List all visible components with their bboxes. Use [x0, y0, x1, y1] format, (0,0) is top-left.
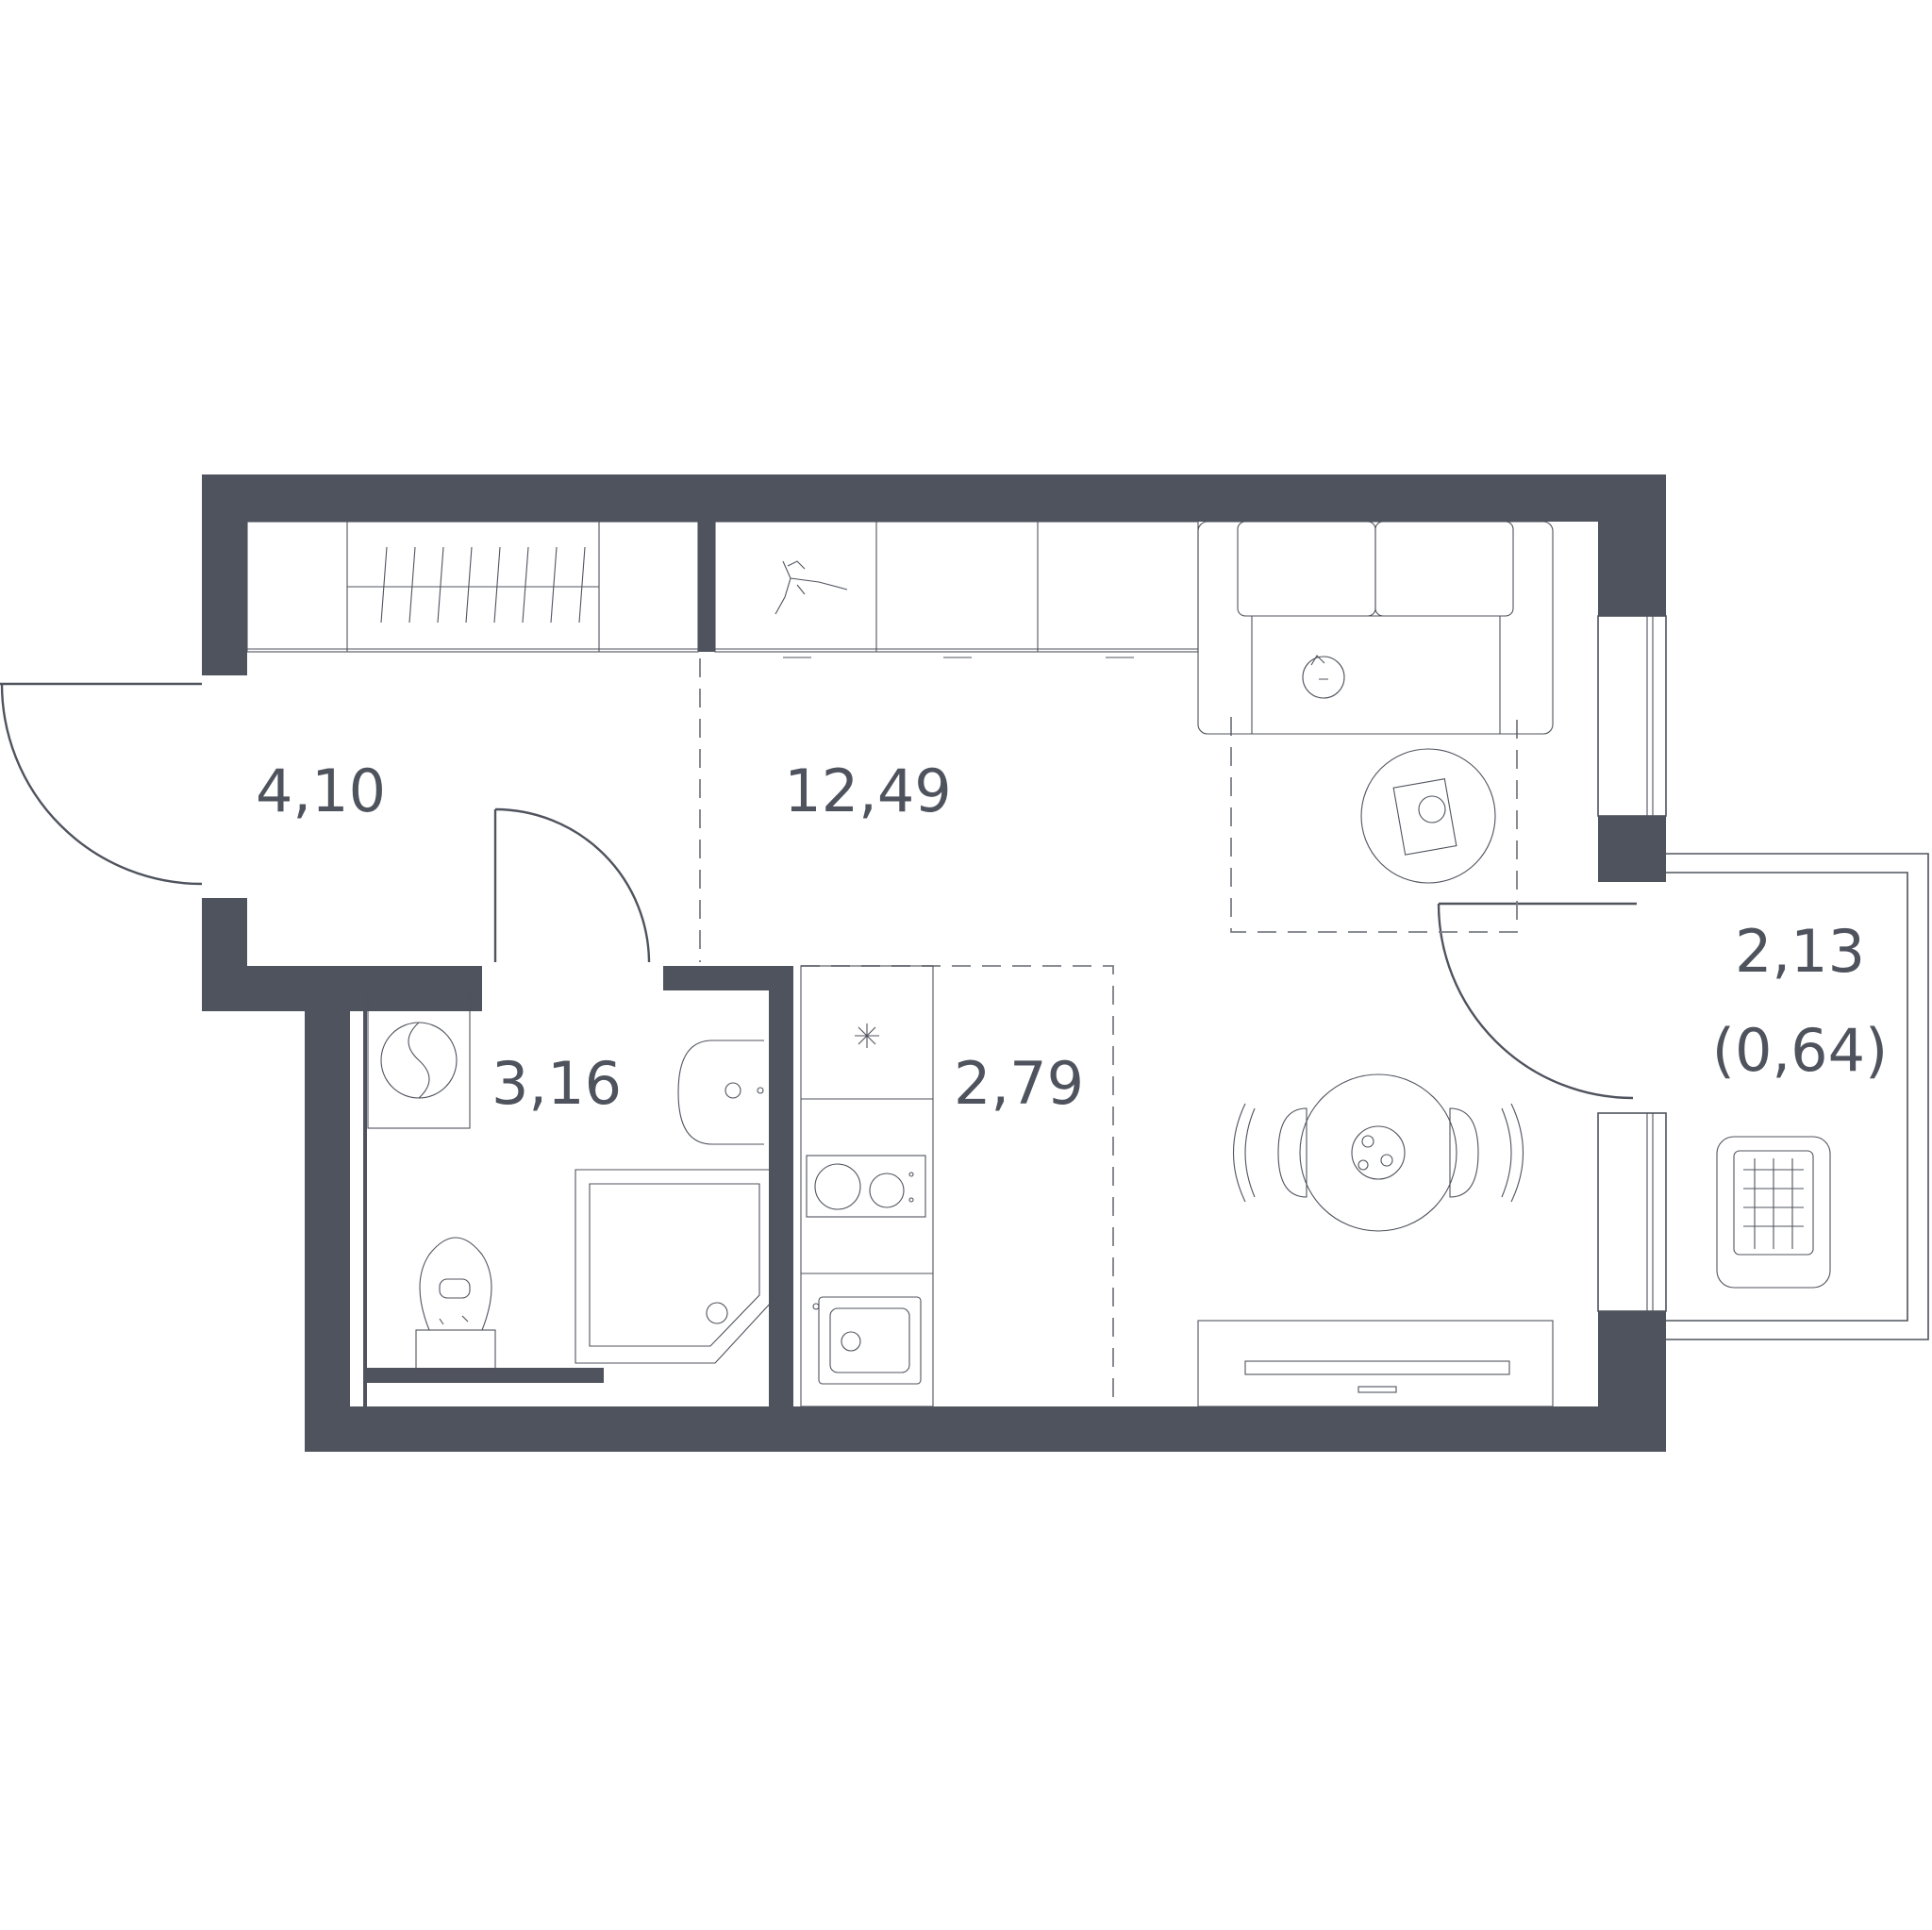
armchair-icon — [1716, 1136, 1831, 1289]
chair-icon — [1449, 1103, 1524, 1203]
room-area-living-room: 12,49 — [784, 757, 952, 825]
wardrobe-icon — [246, 521, 699, 653]
balcony-outline — [1666, 853, 1929, 1340]
balcony-door — [1437, 902, 1637, 1100]
sofa-icon — [1197, 521, 1554, 735]
sink-icon — [677, 1040, 764, 1145]
cabinets-icon — [714, 521, 1199, 658]
walls — [202, 474, 1666, 1452]
entrance-door — [0, 682, 203, 886]
tv-stand-icon — [1197, 1320, 1554, 1407]
toilet-icon — [415, 1237, 496, 1371]
room-area-bathroom: 3,16 — [491, 1049, 622, 1118]
room-area-hallway: 4,10 — [256, 757, 386, 825]
kitchen-counter — [800, 965, 934, 1407]
window-upper — [1597, 615, 1667, 817]
window-lower — [1597, 1112, 1667, 1312]
coffee-table-icon — [1360, 748, 1496, 884]
shower-tray-icon — [575, 1169, 773, 1364]
room-area-balcony-reduced: (0,64) — [1712, 1016, 1888, 1085]
chair-icon — [1233, 1103, 1307, 1203]
dining-table-icon — [1299, 1073, 1457, 1232]
extractor-fan-icon — [855, 1023, 879, 1048]
washing-machine-icon — [367, 991, 471, 1129]
stove-icon — [806, 1155, 926, 1218]
kitchen-sink-icon — [812, 1296, 922, 1385]
bathroom-door — [493, 807, 651, 963]
room-area-kitchen: 2,79 — [954, 1049, 1084, 1118]
room-area-balcony: 2,13 — [1735, 917, 1865, 986]
